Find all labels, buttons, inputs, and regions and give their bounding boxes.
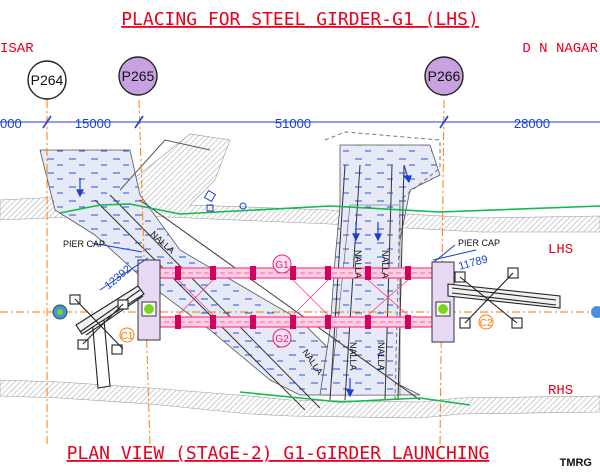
dimension-ticks (42, 115, 449, 129)
crane-c2 (447, 267, 561, 329)
girder-cross-bracing (177, 279, 409, 316)
pier-label-p266: P266 (428, 68, 461, 84)
nalla-wall-3 (139, 199, 421, 401)
left-station-label: ISAR (0, 41, 34, 57)
pier-cap-leader-left (91, 242, 143, 253)
pier-marker-p265: P265 (118, 56, 158, 96)
nalla-label-2: NALLA (380, 250, 390, 279)
dim-51000: 51000 (275, 116, 311, 131)
pier-cap-label-right: PIER CAP (458, 238, 500, 248)
flow-arrows (76, 164, 412, 398)
nalla-wall-4 (329, 164, 346, 401)
nalla-wall-5 (344, 164, 361, 401)
nalla-boundary-dashed (324, 131, 441, 401)
green-line-lower (239, 391, 471, 406)
watermark-text: TMRG (560, 457, 592, 469)
girder-label-g2: G2 (275, 334, 289, 345)
girder-stiffeners (175, 266, 411, 329)
title-top: PLACING FOR STEEL GIRDER-G1 (LHS) (121, 9, 479, 30)
pier-cap-right (431, 261, 455, 343)
small-markers (203, 189, 247, 212)
rhs-label: RHS (548, 383, 573, 399)
lhs-label: LHS (548, 242, 573, 258)
dim-left-cut: 000 (0, 116, 22, 131)
nalla-label-4: NALLA (376, 342, 386, 371)
nalla-wall-7 (397, 164, 405, 401)
title-bottom: PLAN VIEW (STAGE-2) G1-GIRDER LAUNCHING (67, 443, 490, 464)
crane-c1 (69, 285, 145, 389)
crane-label-c1: C1 (121, 331, 134, 342)
dim-15000: 15000 (75, 116, 111, 131)
right-centerline-marker (591, 306, 600, 318)
pier-marker-p266: P266 (424, 56, 464, 96)
pier-label-p265: P265 (122, 68, 155, 84)
skew-dim-right: 11789 (457, 253, 489, 272)
skew-dim-line-right (432, 249, 477, 261)
pier-cap-label-left: PIER CAP (63, 239, 105, 249)
skew-dim-left: 12392 (102, 263, 133, 292)
road-edge-left (119, 139, 211, 191)
right-station-label: D N NAGAR (522, 41, 598, 57)
lower-road-hatch (0, 379, 600, 419)
pier-cap-leader-right (433, 244, 456, 263)
girder-label-g1: G1 (275, 260, 289, 271)
pier-label-p264: P264 (31, 72, 64, 88)
crane-label-c2: C2 (480, 318, 493, 329)
nalla-water-channel (329, 204, 401, 396)
nalla-wall-1 (94, 199, 306, 411)
nalla-wall-2 (109, 194, 321, 409)
pier-cap-left (137, 259, 161, 341)
dim-28000: 28000 (514, 116, 550, 131)
nalla-label-1: NALLA (353, 250, 363, 279)
green-line-upper (59, 203, 600, 215)
nalla-label-3: NALLA (348, 342, 358, 371)
pier-marker-p264: P264 (27, 60, 67, 108)
nalla-wall-6 (384, 164, 393, 401)
skew-dim-line-left (99, 257, 149, 291)
